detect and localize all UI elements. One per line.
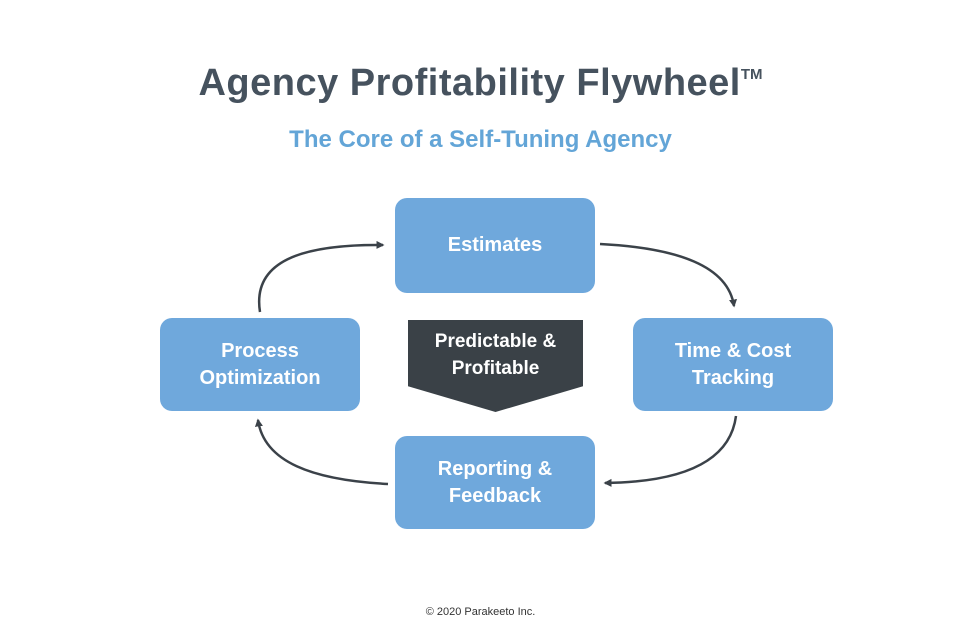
- center-badge: Predictable & Profitable: [408, 320, 583, 412]
- node-estimates: Estimates: [395, 198, 595, 293]
- arrow-timecost-to-reporting: [603, 415, 738, 487]
- arrow-process-to-estimates: [257, 240, 385, 313]
- node-reporting-feedback: Reporting & Feedback: [395, 436, 595, 529]
- node-process-optimization: Process Optimization: [160, 318, 360, 411]
- node-process-optimization-label: Process Optimization: [199, 339, 321, 389]
- trademark-symbol: TM: [740, 66, 763, 83]
- page-subtitle: The Core of a Self-Tuning Agency: [289, 126, 672, 153]
- center-badge-label: Predictable & Profitable: [434, 331, 557, 379]
- page-title: Agency Profitability FlywheelTM: [0, 62, 961, 105]
- copyright-notice: © 2020 Parakeeto Inc.: [425, 606, 536, 618]
- page-title-text: Agency Profitability Flywheel: [198, 62, 741, 104]
- node-time-cost-tracking: Time & Cost Tracking: [633, 318, 833, 411]
- node-estimates-label: Estimates: [447, 234, 543, 256]
- node-time-cost-tracking-label: Time & Cost Tracking: [674, 339, 792, 389]
- arrow-reporting-to-process: [254, 418, 389, 486]
- node-reporting-feedback-label: Reporting & Feedback: [437, 457, 553, 507]
- arrow-estimates-to-timecost: [599, 242, 737, 308]
